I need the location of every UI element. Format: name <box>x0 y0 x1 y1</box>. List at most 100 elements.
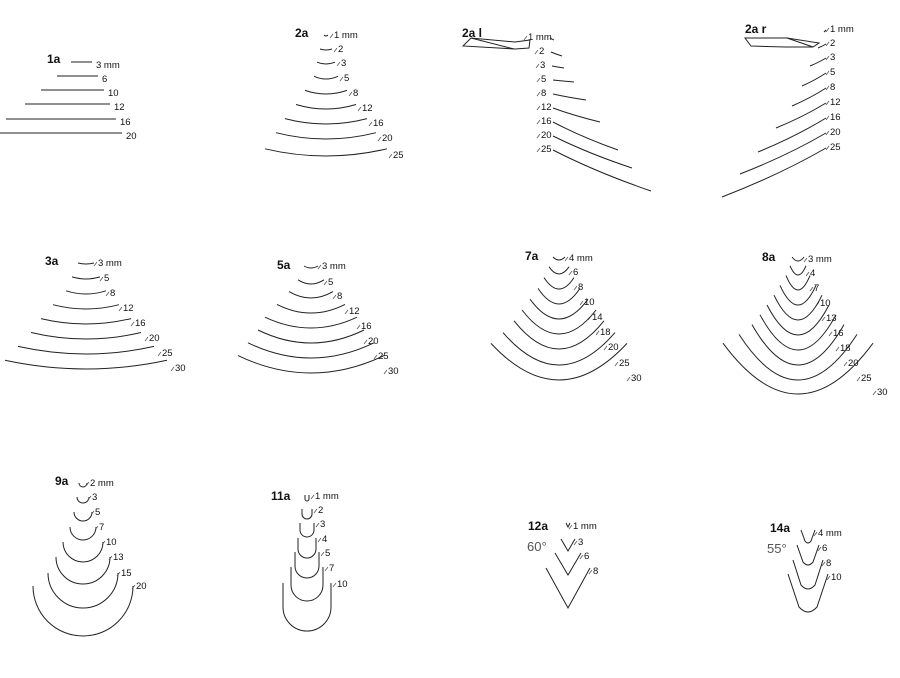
size-label: 8 <box>110 288 115 299</box>
leader-line <box>320 551 325 557</box>
size-label: 2 mm <box>90 478 114 489</box>
profile-7a-1 <box>548 266 570 275</box>
size-label: 3 <box>578 537 583 548</box>
profile-3a-2 <box>65 290 107 295</box>
size-label: 10 <box>831 572 842 583</box>
profile-2ar-4 <box>791 87 827 107</box>
leader-line <box>573 285 578 291</box>
profile-2al-7 <box>552 135 633 169</box>
profile-2al-6 <box>552 121 619 151</box>
leader-line <box>336 61 341 67</box>
leader-line <box>85 481 90 487</box>
size-label: 7 <box>329 563 334 574</box>
size-label: 16 <box>120 117 131 128</box>
profile-11a-4 <box>294 552 320 579</box>
size-label: 12 <box>362 103 373 114</box>
panel-title: 2a r <box>745 22 767 36</box>
size-label: 4 mm <box>818 528 842 539</box>
leader-line <box>826 575 831 581</box>
leader-line <box>87 495 92 501</box>
leader-line <box>595 330 600 336</box>
profile-3a-5 <box>30 332 142 340</box>
size-label: 1 mm <box>334 30 358 41</box>
profile-7a-0 <box>552 256 566 261</box>
angle-label: 55° <box>767 541 787 556</box>
leader-line <box>377 136 382 142</box>
leader-line <box>144 336 149 342</box>
leader-line <box>315 522 320 528</box>
profile-2a-0 <box>323 34 329 37</box>
profile-2a-6 <box>284 118 368 125</box>
leader-line <box>323 280 328 286</box>
profile-12a-2 <box>554 552 582 576</box>
leader-line <box>825 55 830 61</box>
size-label: 8 <box>830 82 835 93</box>
leader-line <box>90 510 95 516</box>
profile-3a-7 <box>4 359 168 370</box>
profile-2a-8 <box>264 148 388 157</box>
leader-line <box>93 261 98 267</box>
size-label: 12 <box>123 303 134 314</box>
size-label: 10 <box>820 298 831 309</box>
leader-line <box>856 376 861 382</box>
size-label: 25 <box>162 348 173 359</box>
profile-5a-4 <box>264 316 358 329</box>
profile-2al-4 <box>552 93 587 101</box>
leader-line <box>356 324 361 330</box>
size-label: 5 <box>830 67 835 78</box>
profile-9a-1 <box>76 496 90 504</box>
profile-2a-4 <box>304 89 348 95</box>
leader-line <box>339 76 344 82</box>
panel-title: 9a <box>55 474 69 488</box>
profile-3a-4 <box>40 318 132 325</box>
size-label: 3 <box>320 519 325 530</box>
size-label: 2 <box>830 38 835 49</box>
leader-line <box>536 133 541 139</box>
profile-8a-8 <box>738 334 858 381</box>
leader-line <box>825 41 830 47</box>
leader-line <box>825 70 830 76</box>
profile-2ar-2 <box>809 57 827 67</box>
size-label: 1 mm <box>830 24 854 35</box>
profile-7a-8 <box>490 343 628 381</box>
size-label: 20 <box>848 358 859 369</box>
size-label: 16 <box>830 112 841 123</box>
profile-8a-0 <box>791 256 805 262</box>
profile-2ar-5 <box>775 102 827 129</box>
profile-2a-1 <box>319 48 333 51</box>
leader-line <box>805 271 810 277</box>
panel-title: 5a <box>277 258 291 272</box>
leader-line <box>568 524 573 530</box>
profile-2ar-6 <box>757 117 827 153</box>
profile-11a-0 <box>304 495 310 502</box>
profile-5a-5 <box>257 329 365 344</box>
leader-line <box>803 257 808 263</box>
size-label: 2 <box>539 46 544 57</box>
profile-2al-2 <box>551 65 565 69</box>
panel-title: 14a <box>770 521 790 535</box>
leader-line <box>821 316 826 322</box>
size-label: 5 <box>344 73 349 84</box>
profile-9a-0 <box>78 482 88 488</box>
size-label: 2 <box>318 505 323 516</box>
leader-line <box>348 91 353 97</box>
profile-11a-1 <box>301 509 313 520</box>
size-label: 4 <box>322 534 327 545</box>
leader-line <box>116 571 121 577</box>
panel-title: 8a <box>762 250 776 264</box>
leader-line <box>131 584 136 590</box>
panel-title: 2a l <box>462 26 482 40</box>
skew-chisel-left-icon <box>461 37 531 50</box>
profile-9a-2 <box>73 511 93 522</box>
leader-line <box>310 494 315 500</box>
profile-3a-0 <box>77 262 95 265</box>
size-label: 10 <box>337 579 348 590</box>
size-label: 25 <box>861 373 872 384</box>
leader-line <box>535 63 540 69</box>
size-label: 20 <box>608 342 619 353</box>
